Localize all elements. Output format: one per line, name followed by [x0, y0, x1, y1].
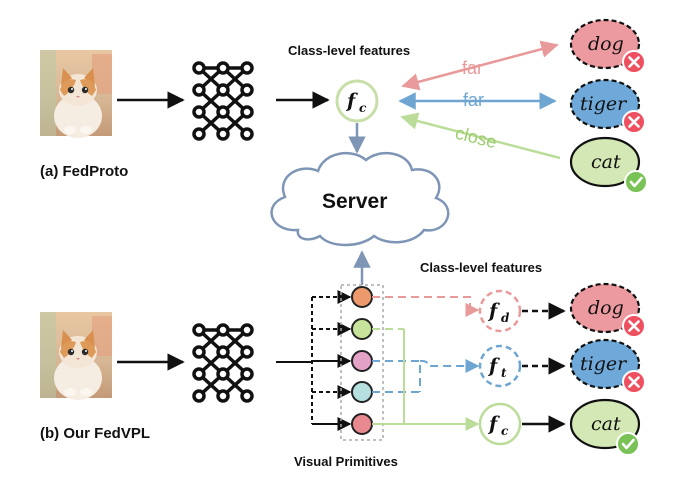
primitive-node-2 [351, 318, 373, 340]
relation-label-tiger: far [463, 90, 484, 110]
cross-icon [621, 369, 647, 395]
class-node-cat-bottom: cat [569, 398, 641, 457]
primitive-to-fc-path [372, 328, 480, 431]
server-cloud [270, 152, 450, 247]
primitive-to-fd-path [372, 296, 480, 317]
primitive-to-ft-path [372, 361, 478, 393]
class-name: cat [591, 151, 621, 173]
feature-symbol: f [345, 90, 358, 112]
class-node-tiger-top: tiger [569, 78, 647, 135]
class-node-dog-top: dog [569, 18, 647, 75]
visual-primitives-label: Visual Primitives [294, 454, 398, 469]
cross-icon [621, 313, 647, 339]
cross-icon [621, 109, 647, 135]
primitives-box [340, 284, 384, 441]
class-name: tiger [580, 353, 628, 375]
server-label: Server [322, 190, 387, 213]
feature-node-fd: f d [478, 289, 522, 333]
feature-symbol: f [487, 300, 500, 322]
neural-network-icon-bottom [192, 323, 254, 403]
cat-photo-top [40, 50, 112, 138]
class-features-label-bottom: Class-level features [420, 260, 542, 275]
feature-subscript: d [501, 311, 510, 325]
relation-arrow-cat [400, 112, 561, 160]
feature-symbol: f [487, 413, 500, 435]
feature-node-ft: f t [478, 344, 522, 388]
primitive-node-4 [351, 381, 373, 403]
primitive-node-5 [351, 413, 373, 435]
cat-photo-bottom [40, 312, 112, 400]
class-name: tiger [580, 93, 628, 115]
feature-subscript: c [359, 101, 367, 115]
feature-node-top: f c [335, 79, 379, 123]
check-icon [615, 431, 641, 457]
feature-subscript: t [501, 366, 507, 380]
class-name: cat [591, 413, 621, 435]
relation-label-dog: far [462, 58, 483, 78]
primitive-node-1 [351, 286, 373, 308]
class-name: dog [588, 33, 624, 55]
fedproto-label: (a) FedProto [40, 163, 128, 180]
class-name: dog [588, 297, 624, 319]
class-node-cat-top: cat [569, 136, 649, 195]
neural-network-icon-top [192, 61, 254, 141]
feature-subscript: c [501, 424, 509, 438]
class-node-dog-bottom: dog [569, 282, 647, 339]
feature-node-fc-bottom: f c [478, 402, 522, 446]
relation-label-cat: close [453, 123, 499, 153]
class-node-tiger-bottom: tiger [569, 338, 647, 395]
primitive-node-3 [351, 350, 373, 372]
cross-icon [621, 49, 647, 75]
primitive-connectors [276, 290, 352, 431]
relation-arrow-dog [401, 40, 559, 91]
check-icon [623, 169, 649, 195]
class-features-label-top: Class-level features [288, 43, 410, 58]
feature-symbol: f [487, 355, 500, 377]
fedvpl-label: (b) Our FedVPL [40, 425, 150, 442]
